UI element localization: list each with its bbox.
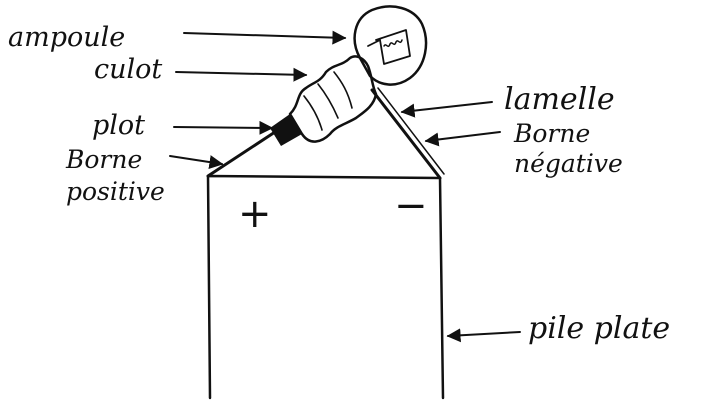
- plot-contact: [270, 114, 302, 146]
- arrow-pile-plate: [446, 328, 521, 343]
- bulb-base: [288, 55, 378, 143]
- label-ampoule: ampoule: [8, 22, 125, 53]
- label-lamelle: lamelle: [504, 82, 615, 117]
- minus-sign: −: [394, 183, 428, 229]
- plus-sign: +: [238, 191, 272, 237]
- bulb-globe: [353, 5, 428, 86]
- label-plot: plot: [92, 110, 145, 141]
- arrow-lamelle: [400, 101, 493, 118]
- label-borne-positive-line2: positive: [66, 177, 165, 206]
- arrow-plot: [173, 120, 274, 135]
- arrow-culot: [175, 67, 308, 82]
- arrow-borne-negative: [424, 131, 501, 147]
- label-borne-negative-line1: Borne: [513, 119, 590, 148]
- arrow-borne-positive: [169, 155, 224, 170]
- flat-battery: [206, 174, 445, 400]
- label-borne-negative-line2: négative: [514, 149, 623, 178]
- arrow-ampoule: [183, 30, 347, 45]
- label-borne-positive-line1: Borne: [65, 145, 142, 174]
- lamelle-wire: [370, 88, 442, 180]
- positive-terminal-wire: [206, 130, 277, 178]
- lamelle-wire-edge: [377, 87, 445, 175]
- label-pile-plate: pile plate: [528, 311, 670, 346]
- label-culot: culot: [94, 54, 162, 85]
